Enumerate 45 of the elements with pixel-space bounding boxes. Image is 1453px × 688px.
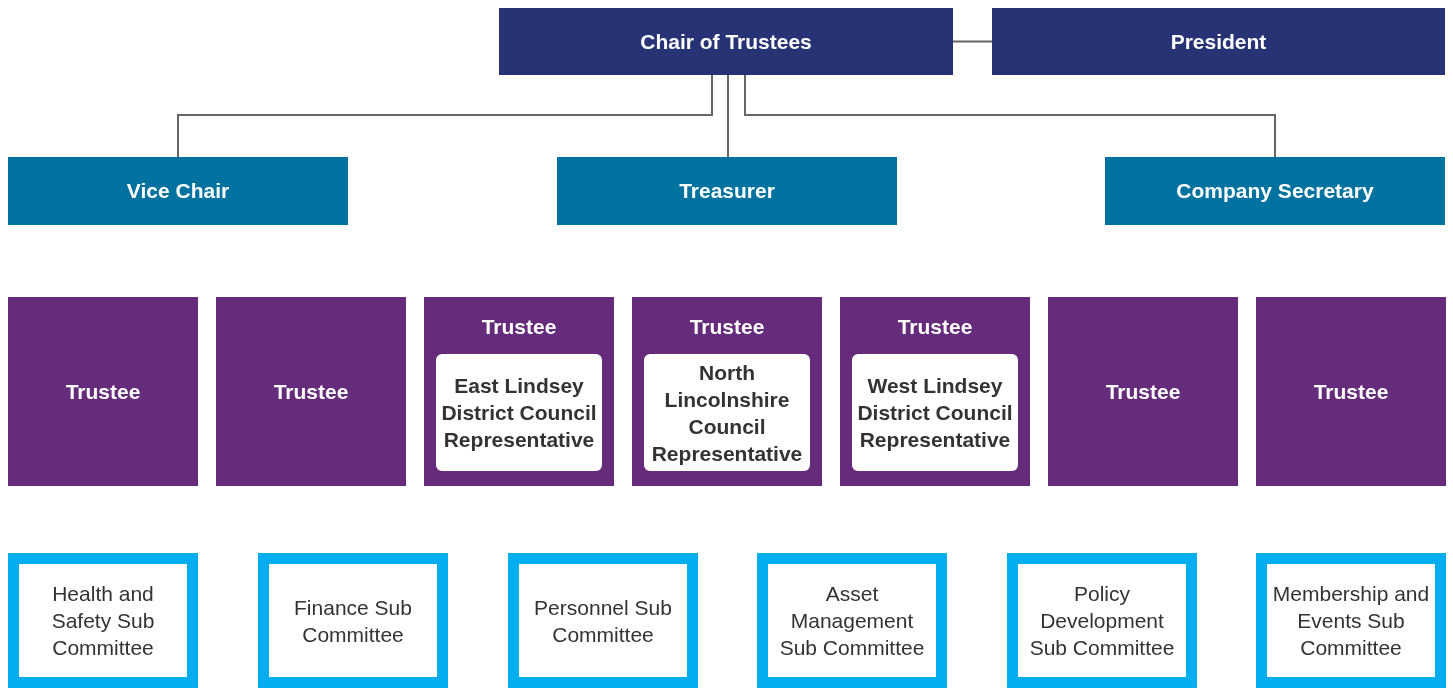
body-text: East Lindsey District Council Representative [440, 373, 598, 453]
body-text: North Lincolnshire Council Representative [650, 359, 804, 467]
committee-box [258, 553, 448, 688]
connector-line [744, 74, 1276, 158]
body-text: Finance Sub Committee [293, 594, 413, 648]
role-title: Treasurer [678, 178, 776, 205]
committee-box [8, 553, 198, 688]
representative-card [436, 354, 602, 471]
role-title: Company Secretary [1175, 178, 1375, 205]
body-text: Personnel Sub Committee [533, 594, 673, 648]
committee-box [1256, 553, 1446, 688]
body-text: Membership and Events Sub Committee [1271, 581, 1431, 661]
role-title: President [1169, 28, 1268, 55]
connector-line [177, 74, 713, 158]
role-title: Trustee [688, 314, 766, 340]
role-box [1105, 157, 1445, 225]
role-box [992, 8, 1445, 75]
role-title: Trustee [1312, 378, 1390, 405]
role-title: Trustee [896, 314, 974, 340]
committee-box [1007, 553, 1197, 688]
trustee-box [1256, 297, 1446, 486]
role-title: Vice Chair [125, 178, 231, 205]
role-title: Trustee [64, 378, 142, 405]
body-text: Health and Safety Sub Committee [50, 581, 156, 661]
role-title: Trustee [272, 378, 350, 405]
committee-box [508, 553, 698, 688]
role-title: Trustee [480, 314, 558, 340]
committee-box [757, 553, 947, 688]
trustee-box [840, 297, 1030, 486]
trustee-box [424, 297, 614, 486]
role-title: Chair of Trustees [639, 28, 813, 55]
role-box [557, 157, 897, 225]
trustee-box [632, 297, 822, 486]
trustee-box [216, 297, 406, 486]
trustee-box [8, 297, 198, 486]
body-text: Asset Management Sub Committee [778, 581, 926, 661]
connector-line [952, 40, 993, 43]
body-text: Policy Development Sub Committee [1028, 581, 1176, 661]
role-box [499, 8, 953, 75]
representative-card [852, 354, 1018, 471]
body-text: West Lindsey District Council Representative [856, 373, 1014, 453]
role-title: Trustee [1104, 378, 1182, 405]
role-box [8, 157, 348, 225]
connector-line [727, 74, 729, 158]
trustee-box [1048, 297, 1238, 486]
